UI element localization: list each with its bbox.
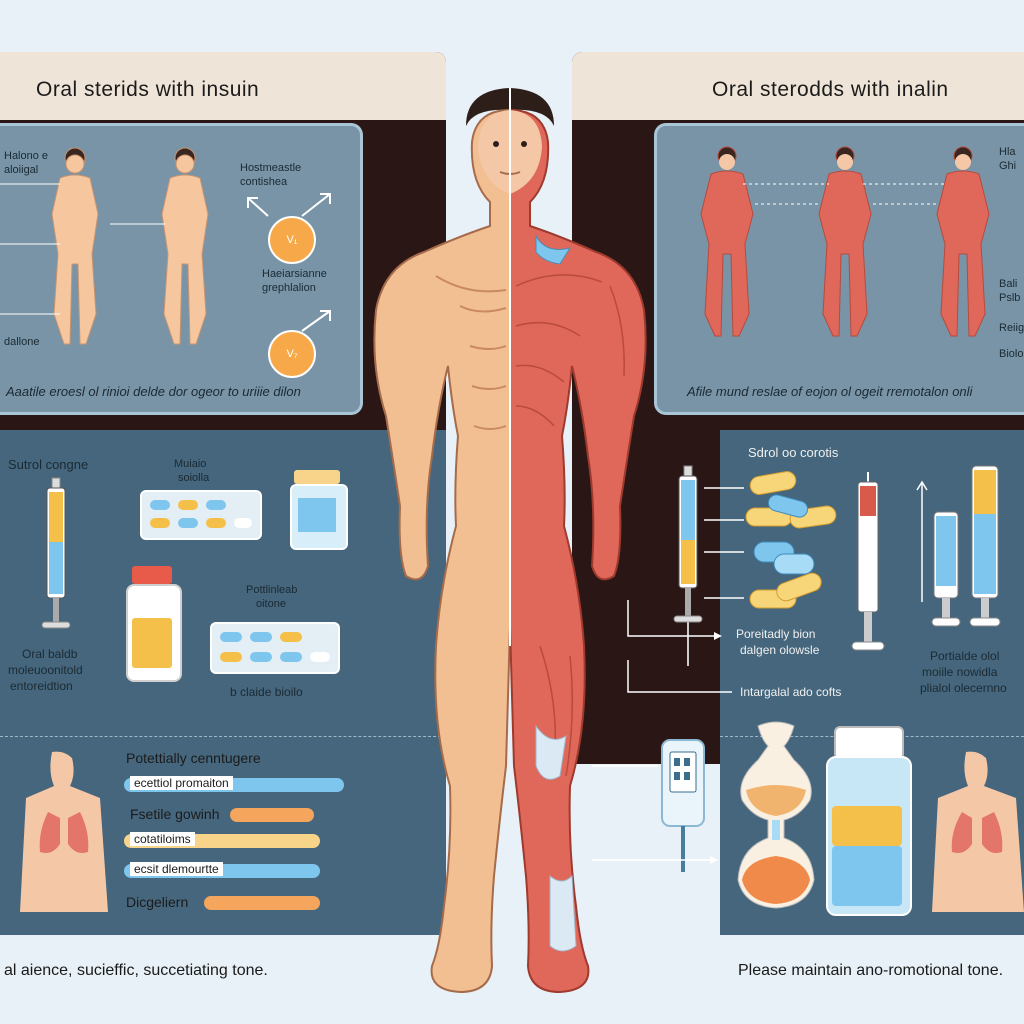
card-label: aloiigal (4, 164, 39, 176)
pill-icon (220, 652, 242, 662)
mid-caption: Poreitadly bion (736, 627, 816, 641)
central-body-figure (373, 88, 647, 994)
card-side-label: Bali (999, 278, 1018, 290)
pill-icon (150, 500, 170, 510)
box-label: oitone (256, 598, 286, 610)
right-title-band (572, 52, 1024, 120)
effect-bar (204, 896, 320, 910)
torso-lungs-icon (20, 751, 108, 912)
pill-icon (310, 652, 330, 662)
right-figure-card: Hla Ghi Bali Pslb Reiig Biolo Afile mund… (654, 123, 1024, 415)
pointer-lines (592, 765, 718, 864)
pill-icon (280, 652, 302, 662)
badge-circle: V₇ (268, 330, 316, 378)
pill-icon (178, 500, 198, 510)
card-caption: Aaatile eroesl ol rinioi delde dor ogeor… (6, 384, 301, 399)
badge-circle: V₁ (268, 216, 316, 264)
syringe-icon (851, 472, 885, 651)
card-label: grephlalion (262, 282, 316, 294)
lower-caption: moleuoonitold (8, 663, 83, 677)
flask-icon (737, 721, 815, 909)
vial-icon (126, 566, 182, 682)
right-title: Oral sterodds with inalin (712, 78, 949, 101)
section-title: Sutrol congne (8, 457, 89, 472)
card-side-label: Biolo (999, 348, 1024, 360)
jar-icon (290, 470, 348, 550)
pill-icon (250, 632, 272, 642)
effect-bar-label: Dicgeliern (126, 894, 189, 910)
pill-blister (140, 490, 262, 540)
badge-label: V₇ (286, 347, 298, 360)
section-title: Sdrol oo corotis (748, 445, 839, 460)
side-caption: moiile nowidla (922, 665, 998, 679)
card-label: Halono e (4, 150, 49, 162)
syringe-icon (41, 477, 71, 629)
right-footer: Please maintain ano-romotional tone. (738, 962, 1004, 979)
side-caption: Portialde olol (930, 649, 1000, 663)
left-title: Oral sterids with insuin (36, 78, 260, 101)
card-side-label: Hla (999, 146, 1016, 158)
card-label: Hostmeastle (240, 162, 302, 174)
card-side-label: Reiig (999, 322, 1024, 334)
box-label: soiolla (178, 472, 210, 484)
divider-line (0, 736, 446, 737)
pill-icon (280, 632, 302, 642)
left-title-band (0, 52, 446, 120)
pill-icon (178, 518, 198, 528)
effect-bar-label: ecettiol promaiton (130, 776, 233, 790)
left-footer: al aience, sucieffic, succetiating tone. (4, 962, 268, 979)
effect-bar-label: ecsit dlemourtte (130, 862, 223, 876)
bars-title: Potettially cenntugere (126, 750, 261, 766)
small-body-figures (0, 147, 209, 345)
pill-icon (206, 518, 226, 528)
badge-label: V₁ (286, 233, 298, 246)
lower-caption: entoreidtion (10, 679, 73, 693)
mid-caption: dalgen olowsle (740, 643, 820, 657)
effect-bar (230, 808, 314, 822)
effect-bar-label: Fsetile gowinh (130, 806, 220, 822)
torso-lungs-icon (932, 751, 1024, 912)
tube-icons (916, 465, 1001, 627)
arrow-icons (247, 193, 331, 332)
muscle-figures (700, 146, 990, 337)
pill-icon (234, 518, 252, 528)
pill-icon (206, 500, 226, 510)
lower-caption: Oral baldb (22, 647, 78, 661)
card-label: dallone (4, 336, 40, 348)
bottle-icon (826, 726, 912, 916)
pill-icon (250, 652, 272, 662)
box-label: Muiaio (174, 458, 207, 470)
card-side-label: Ghi (999, 160, 1017, 172)
lower-caption: Intargalal ado cofts (740, 685, 842, 699)
glucose-meter-icon (661, 739, 705, 872)
card-caption: Afile mund reslae of eojon ol ogeit rrem… (687, 384, 973, 399)
left-figure-card: Halono e aloiigal Hostmeastle contishea … (0, 123, 363, 415)
effect-bar-label: cotatiloims (130, 832, 195, 846)
lower-caption: b claide bioilo (230, 685, 303, 699)
card-label: contishea (240, 176, 288, 188)
connector-lines (704, 487, 744, 599)
pointer-lines (627, 600, 732, 693)
side-caption: plialol olecernno (920, 681, 1007, 695)
box-label: Pottlinleab (246, 584, 298, 596)
card-side-label: Pslb (999, 292, 1021, 304)
card-label: Haeiarsianne (262, 268, 327, 280)
pill-icon (150, 518, 170, 528)
pill-icon (220, 632, 242, 642)
capsules-icon (745, 471, 837, 609)
pill-blister (210, 622, 340, 674)
syringe-icon (673, 465, 703, 666)
